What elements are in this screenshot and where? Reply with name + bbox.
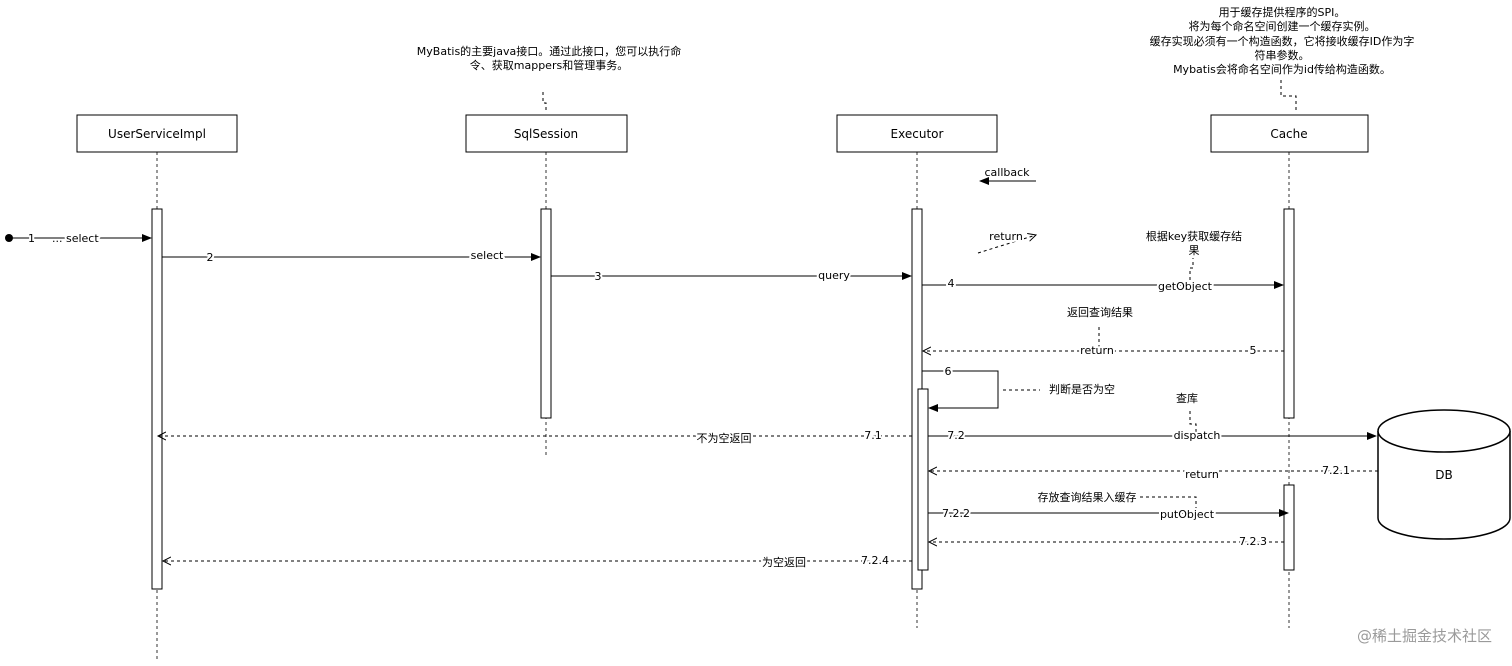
note-line: 根据key获取缓存结 xyxy=(1146,229,1242,243)
message-3-number: 3 xyxy=(595,270,602,283)
activation-session xyxy=(540,208,552,419)
participant-label: Executor xyxy=(891,127,944,141)
note-line: 令、获取mappers和管理事务。 xyxy=(470,58,628,72)
participant-label: SqlSession xyxy=(514,127,578,141)
note-cache: 用于缓存提供程序的SPI。 将为每个命名空间创建一个缓存实例。 缓存实现必须有一… xyxy=(1150,5,1415,76)
message-7-1-label: 不为空返回 xyxy=(697,431,752,445)
message-7-2-2-number: 7.2.2 xyxy=(942,507,970,520)
note-judge-empty: 判断是否为空 xyxy=(1049,382,1115,396)
note-connector-cache xyxy=(1280,80,1297,110)
note-line: 符串参数。 xyxy=(1255,48,1310,62)
note-connector-session xyxy=(542,90,547,110)
note-line: 将为每个命名空间创建一个缓存实例。 xyxy=(1189,19,1376,33)
legend-return-label: return xyxy=(989,230,1023,243)
message-7-2-1-number: 7.2.1 xyxy=(1322,464,1350,477)
participant-cache[interactable]: Cache xyxy=(1210,114,1369,153)
db-label: DB xyxy=(1435,468,1452,482)
message-7-2-3-number: 7.2.3 xyxy=(1239,535,1267,548)
participant-executor[interactable]: Executor xyxy=(836,114,998,153)
note-get-cache: 根据key获取缓存结 果 xyxy=(1146,229,1242,257)
message-6-arrow[interactable] xyxy=(922,370,999,412)
db-cylinder[interactable]: DB xyxy=(1377,409,1511,540)
note-sqlsession: MyBatis的主要java接口。通过此接口，您可以执行命 令、获取mapper… xyxy=(417,44,681,72)
note-line: Mybatis会将命名空间作为id传给构造函数。 xyxy=(1173,62,1391,76)
message-7-1-number: 7.1 xyxy=(864,429,882,442)
message-2-number: 2 xyxy=(207,251,214,264)
participant-session[interactable]: SqlSession xyxy=(465,114,628,153)
participant-user[interactable]: UserServiceImpl xyxy=(76,114,238,153)
message-7-2-number: 7.2 xyxy=(947,429,965,442)
message-6-number: 6 xyxy=(945,365,952,378)
note-store-cache: 存放查询结果入缓存 xyxy=(1038,490,1137,504)
participant-label: Cache xyxy=(1270,127,1307,141)
message-7-2-1-label: return xyxy=(1185,468,1219,481)
message-4-number: 4 xyxy=(948,277,955,290)
note-line: 缓存实现必须有一个构造函数，它将接收缓存ID作为字 xyxy=(1150,34,1415,48)
message-3-label: query xyxy=(818,269,850,282)
message-2-label: select xyxy=(471,249,504,262)
message-7-2-label: dispatch xyxy=(1174,429,1221,442)
legend-return-arrow xyxy=(977,235,1036,254)
note-query-db: 查库 xyxy=(1176,391,1198,405)
legend-callback-label: callback xyxy=(984,166,1030,179)
message-4-label: getObject xyxy=(1158,280,1213,293)
note-line: 果 xyxy=(1189,244,1200,257)
message-1-label: ... select xyxy=(52,232,99,245)
message-1-number: 1 xyxy=(28,232,35,245)
message-7-2-4-label: 为空返回 xyxy=(762,555,806,569)
note-line: 用于缓存提供程序的SPI。 xyxy=(1219,5,1346,19)
activation-cache-2 xyxy=(1283,484,1295,571)
note-return-query: 返回查询结果 xyxy=(1067,305,1133,319)
message-7-2-4-number: 7.2.4 xyxy=(861,554,889,567)
activation-executor-nested xyxy=(917,388,929,571)
note-connector-get xyxy=(1189,258,1194,280)
activation-cache xyxy=(1283,208,1295,419)
participant-label: UserServiceImpl xyxy=(108,127,206,141)
activation-user xyxy=(151,208,163,590)
message-7-2-2-label: putObject xyxy=(1160,508,1215,521)
note-connector-store xyxy=(1130,496,1197,510)
message-5-number: 5 xyxy=(1250,344,1257,357)
message-5-label: return xyxy=(1080,344,1114,357)
note-line: MyBatis的主要java接口。通过此接口，您可以执行命 xyxy=(417,44,681,58)
watermark: @稀土掘金技术社区 xyxy=(1357,627,1492,645)
